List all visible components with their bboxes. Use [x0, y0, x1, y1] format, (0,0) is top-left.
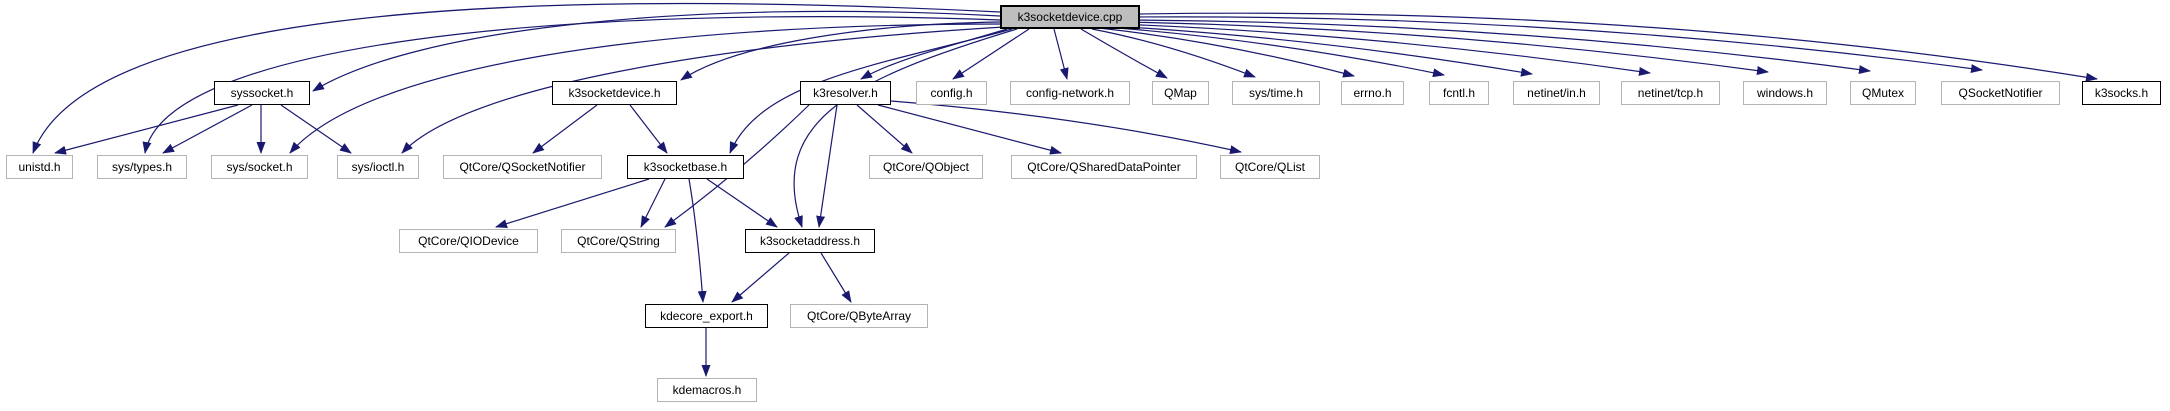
edge-k3socketdevice-cpp-to-netinet-tcp-h	[1116, 23, 1651, 76]
node-sys-ioctl-h: sys/ioctl.h	[337, 155, 419, 179]
edge-k3resolver-h-to-k3socketaddress-h	[816, 104, 838, 228]
edge-k3socketdevice-cpp-to-unistd-h	[32, 2, 1001, 154]
edge-k3socketdevice-cpp-to-sys-time-h	[1091, 28, 1256, 78]
node-k3socks-h[interactable]: k3socks.h	[2082, 81, 2161, 105]
edge-k3socketdevice-cpp-to-netinet-in-h	[1110, 25, 1533, 77]
edge-k3socketdevice-cpp-to-k3socks-h	[1139, 12, 2098, 82]
edge-k3socketbase-h-to-k3socketaddress-h	[706, 178, 778, 228]
edge-k3socketdevice-cpp-to-qsocketnotifier	[1134, 16, 1983, 73]
edge-k3socketdevice-cpp-to-k3socketdevice-h	[680, 21, 1001, 81]
node-qtcore-qshareddatapointer: QtCore/QSharedDataPointer	[1011, 155, 1197, 179]
node-k3socketdevice-h[interactable]: k3socketdevice.h	[552, 81, 677, 105]
edge-syssocket-h-to-sys-ioctl-h	[280, 104, 352, 154]
node-qtcore-qobject: QtCore/QObject	[869, 155, 983, 179]
edge-k3socketdevice-cpp-to-qmutex	[1128, 19, 1871, 74]
edge-k3socketdevice-cpp-to-k3resolver-h	[860, 28, 1008, 80]
node-netinet-tcp-h: netinet/tcp.h	[1621, 81, 1720, 105]
node-errno-h: errno.h	[1341, 81, 1404, 105]
node-qsocketnotifier: QSocketNotifier	[1941, 81, 2060, 105]
node-qmap: QMap	[1152, 81, 1209, 105]
node-qtcore-qstring: QtCore/QString	[561, 229, 676, 253]
edge-k3socketdevice-cpp-to-syssocket-h	[312, 10, 1001, 92]
node-sys-types-h: sys/types.h	[97, 155, 187, 179]
edge-k3socketdevice-cpp-to-k3socketaddress-h	[793, 28, 1018, 228]
node-qtcore-qsocketnotifier: QtCore/QSocketNotifier	[443, 155, 602, 179]
edge-k3socketdevice-cpp-to-errno-h	[1098, 27, 1355, 78]
node-windows-h: windows.h	[1743, 81, 1827, 105]
node-qtcore-qlist: QtCore/QList	[1220, 155, 1320, 179]
node-config-h: config.h	[916, 81, 987, 105]
node-qtcore-qiodevice: QtCore/QIODevice	[399, 229, 538, 253]
edge-k3socketbase-h-to-qtcore-qiodevice	[495, 178, 650, 229]
edge-k3socketdevice-cpp-to-config-network-h	[1053, 28, 1069, 80]
node-config-network-h: config-network.h	[1010, 81, 1130, 105]
edge-k3socketaddress-h-to-qtcore-qbytearray	[820, 252, 852, 303]
edge-k3resolver-h-to-qtcore-qobject	[856, 104, 913, 154]
node-kdemacros-h: kdemacros.h	[657, 378, 757, 402]
edge-syssocket-h-to-sys-types-h	[162, 104, 253, 154]
edge-syssocket-h-to-unistd-h	[54, 104, 239, 155]
edge-k3socketdevice-cpp-to-windows-h	[1122, 21, 1769, 75]
node-k3socketdevice-cpp: k3socketdevice.cpp	[1000, 5, 1140, 29]
node-qtcore-qbytearray: QtCore/QByteArray	[790, 304, 928, 328]
node-sys-socket-h: sys/socket.h	[211, 155, 308, 179]
edge-k3socketdevice-cpp-to-sys-socket-h	[289, 23, 1002, 154]
node-sys-time-h: sys/time.h	[1232, 81, 1320, 105]
edge-k3socketdevice-cpp-to-fcntl-h	[1104, 26, 1445, 78]
node-unistd-h: unistd.h	[6, 155, 73, 179]
edge-k3socketaddress-h-to-kdecore-export-h	[731, 252, 790, 303]
node-k3socketaddress-h[interactable]: k3socketaddress.h	[745, 229, 875, 253]
edge-k3socketbase-h-to-qtcore-qstring	[640, 178, 666, 228]
node-qmutex: QMutex	[1850, 81, 1916, 105]
node-fcntl-h: fcntl.h	[1429, 81, 1489, 105]
edge-k3socketdevice-cpp-to-qmap	[1080, 28, 1168, 79]
node-k3resolver-h[interactable]: k3resolver.h	[800, 81, 891, 105]
edge-k3resolver-h-to-qtcore-qshareddatapointer	[877, 104, 1062, 155]
edge-k3socketdevice-cpp-to-sys-types-h	[142, 16, 1001, 154]
edge-k3socketdevice-h-to-k3socketbase-h	[629, 104, 668, 154]
node-syssocket-h[interactable]: syssocket.h	[214, 81, 310, 105]
edge-k3socketdevice-h-to-qtcore-qsocketnotifier	[532, 104, 598, 154]
edge-k3socketdevice-cpp-to-config-h	[952, 28, 1030, 80]
node-kdecore-export-h[interactable]: kdecore_export.h	[645, 304, 768, 328]
node-netinet-in-h: netinet/in.h	[1513, 81, 1600, 105]
edge-k3resolver-h-to-qtcore-qlist	[890, 100, 1242, 154]
node-k3socketbase-h[interactable]: k3socketbase.h	[627, 155, 744, 179]
edge-k3socketbase-h-to-kdecore-export-h	[688, 178, 707, 303]
edge-k3socketdevice-cpp-to-sys-ioctl-h	[401, 26, 1005, 154]
